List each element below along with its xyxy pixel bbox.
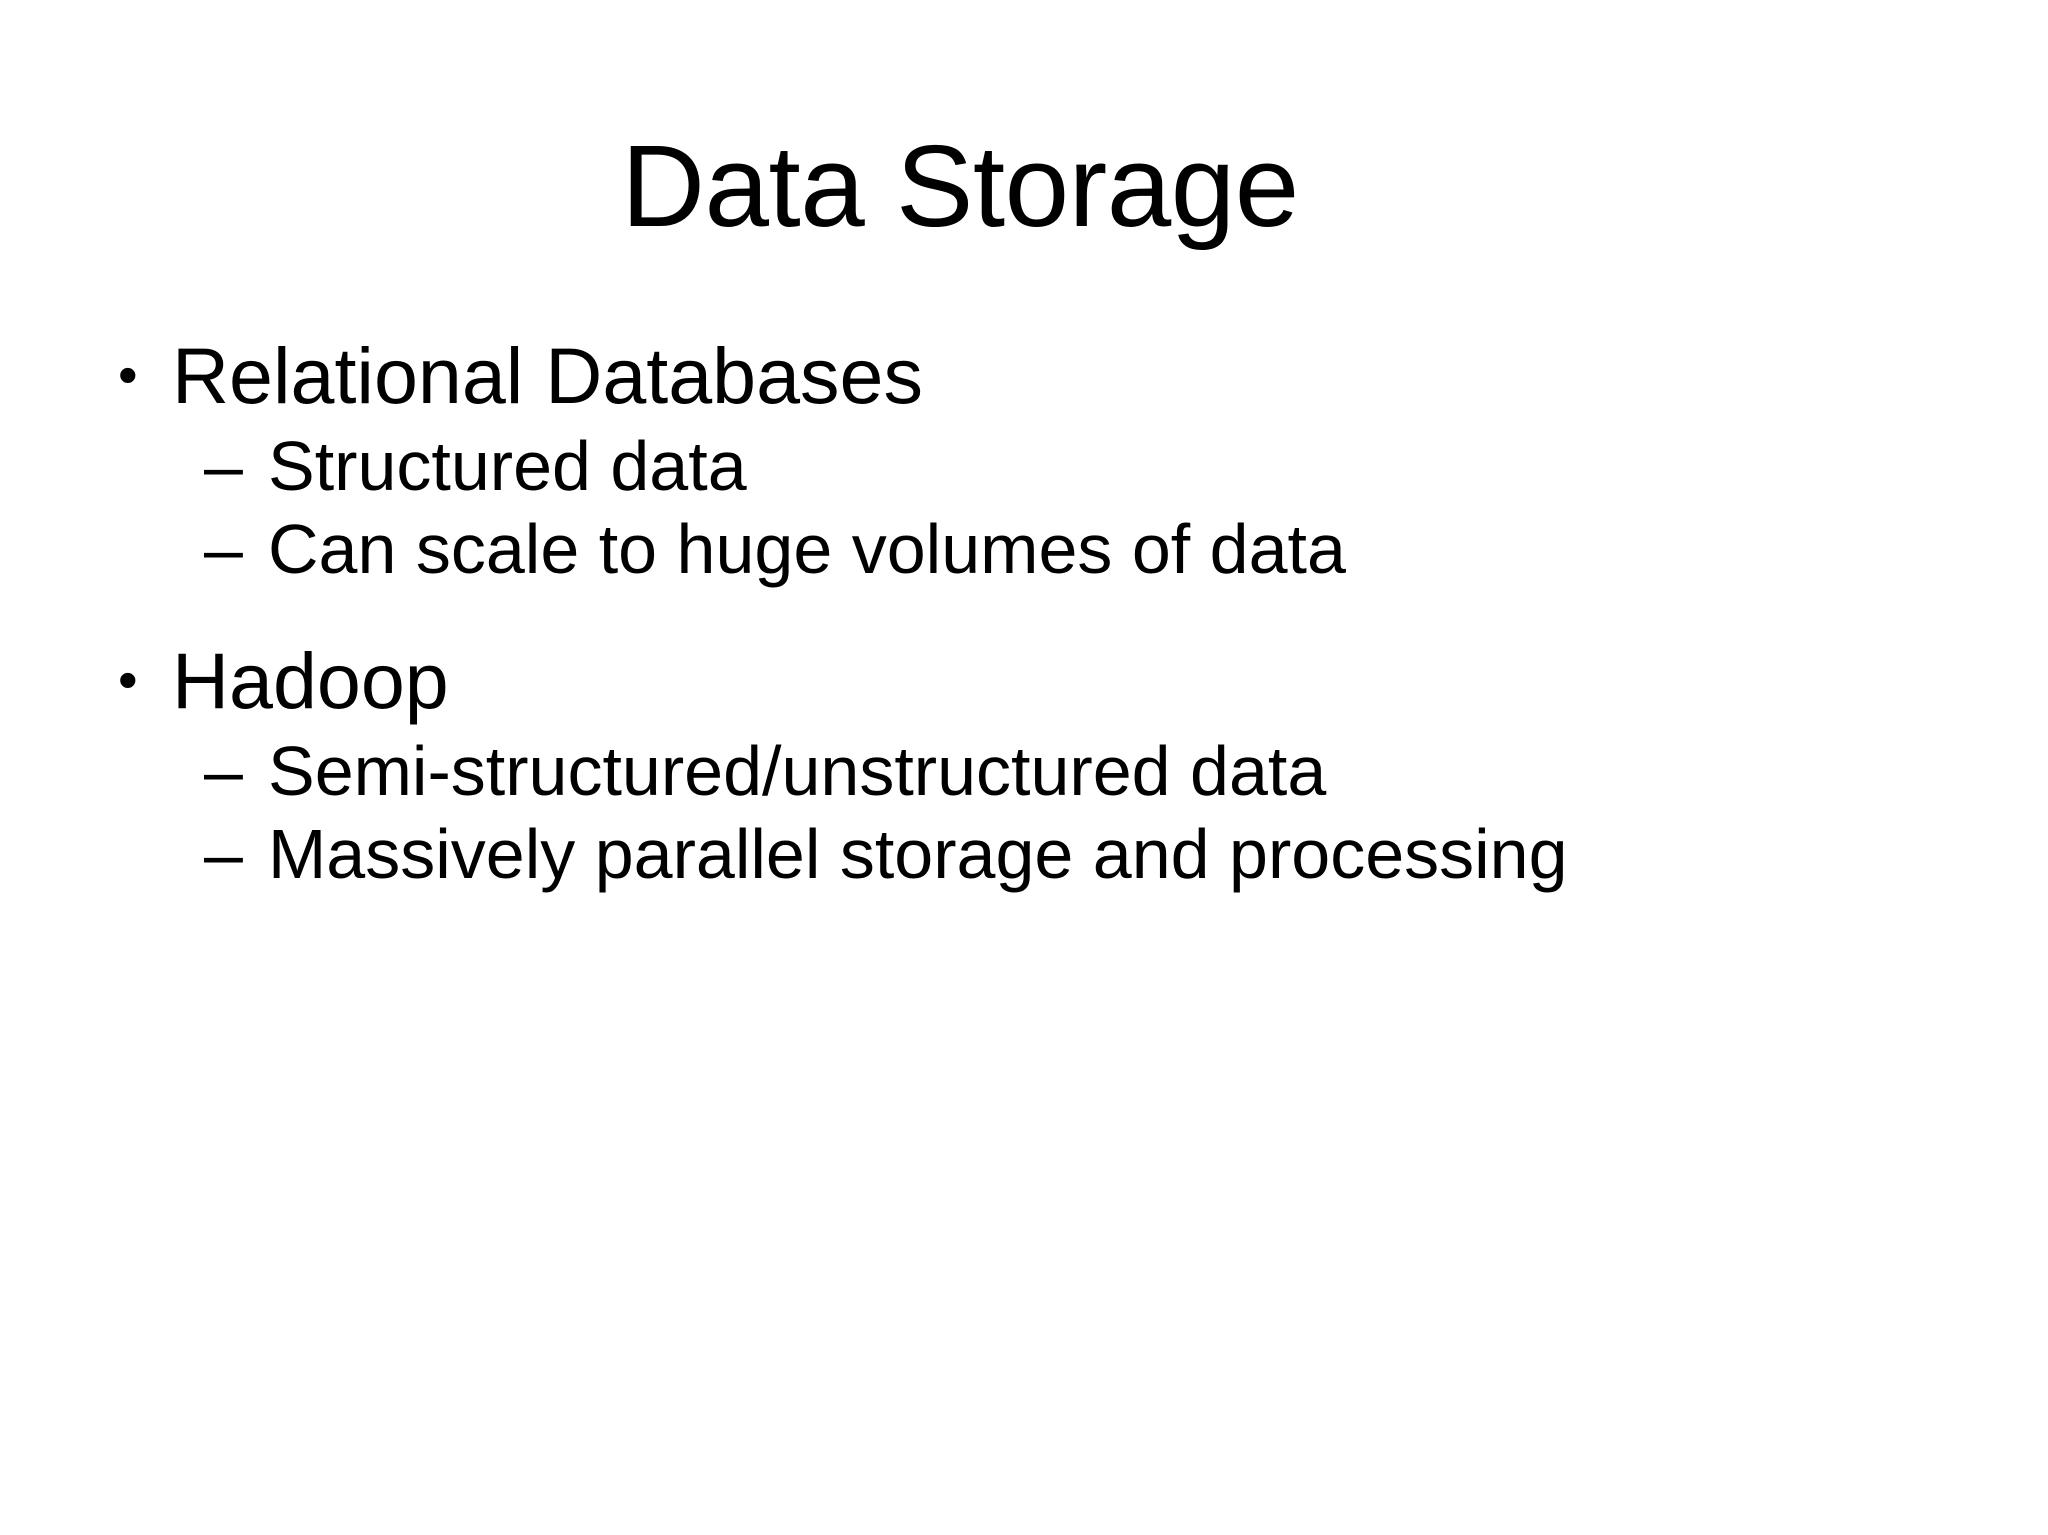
bullet-item-level2-label: Massively parallel storage and processin… [268,815,1568,894]
bullet-dash-icon: – [204,731,243,810]
bullet-item-level1-label: Relational Databases [172,331,923,420]
bullet-item-level2-label: Structured data [268,426,747,505]
page-title: Data Storage [621,121,1299,251]
bullet-item-level2: – Massively parallel storage and process… [204,815,1938,894]
bullet-item-level2: – Structured data [204,426,1938,505]
bullet-item-level2: – Semi-structured/unstructured data [204,731,1938,810]
bullet-item-level2-label: Semi-structured/unstructured data [268,731,1327,810]
bullet-item-level1-label: Hadoop [172,636,449,726]
bullet-dot-icon: • [118,648,138,712]
bullet-dash-icon: – [204,509,243,588]
bullet-dash-icon: – [204,815,243,894]
bullet-dot-icon: • [118,343,138,406]
bullet-item-level1: • Relational Databases [118,331,1938,420]
list-group-spacer [118,597,1938,641]
bullet-item-level2-label: Can scale to huge volumes of data [268,509,1346,588]
bullet-item-level1: • Hadoop [118,641,1938,722]
bullet-dash-icon: – [204,426,243,505]
bullet-list: • Relational Databases – Structured data… [118,331,1938,903]
bullet-item-level2: – Can scale to huge volumes of data [204,509,1938,588]
